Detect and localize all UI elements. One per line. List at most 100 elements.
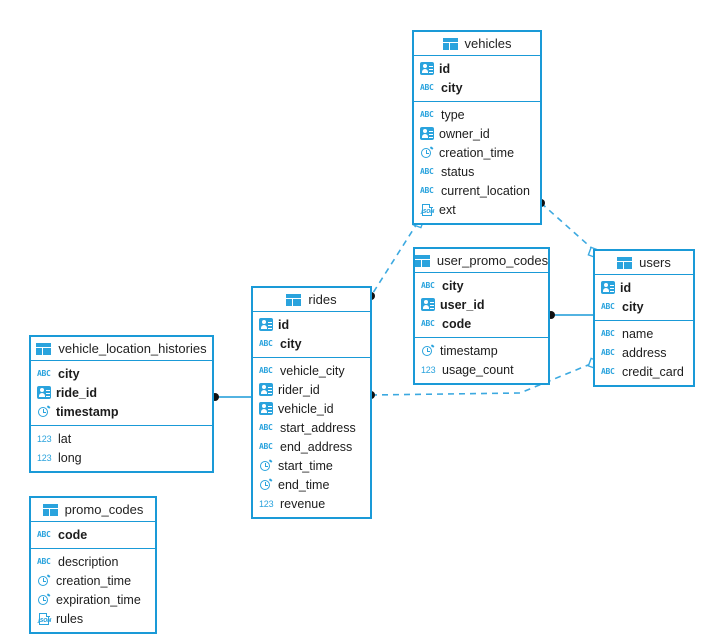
field-row[interactable]: ride_id [31, 383, 212, 402]
123-number-icon: 123 [421, 364, 436, 375]
table-user-promo-codes[interactable]: user_promo_codes ABC city user_id ABC co… [413, 247, 550, 385]
field-row[interactable]: ABC credit_card [595, 362, 693, 381]
id-card-icon [601, 281, 615, 294]
table-name: promo_codes [64, 502, 144, 517]
field-row[interactable]: id [595, 278, 693, 297]
field-row[interactable]: rider_id [253, 380, 370, 399]
abc-string-icon: ABC [259, 422, 273, 432]
table-name: users [639, 255, 671, 270]
table-name: vehicle_location_histories [58, 341, 207, 356]
field-name: current_location [441, 183, 530, 198]
field-row[interactable]: owner_id [414, 124, 540, 143]
abc-string-icon: ABC [37, 556, 51, 566]
field-name: start_time [278, 458, 333, 473]
field-name: type [441, 107, 465, 122]
field-name: start_address [280, 420, 356, 435]
field-row[interactable]: creation_time [31, 571, 155, 590]
table-rides[interactable]: rides id ABC city ABC vehicle_city rider… [251, 286, 372, 519]
json-document-icon: JSON [37, 612, 51, 625]
field-row[interactable]: end_time [253, 475, 370, 494]
field-row[interactable]: ABC vehicle_city [253, 361, 370, 380]
field-row[interactable]: ABC city [414, 78, 540, 97]
id-card-icon [259, 383, 273, 396]
abc-string-icon: ABC [420, 166, 434, 176]
field-row[interactable]: 123 usage_count [415, 360, 548, 379]
field-row[interactable]: 123 long [31, 448, 212, 467]
field-name: city [442, 278, 464, 293]
field-name: ext [439, 202, 456, 217]
field-name: description [58, 554, 119, 569]
fields-section: timestamp 123 usage_count [415, 337, 548, 383]
field-row[interactable]: timestamp [31, 402, 212, 421]
field-row[interactable]: ABC name [595, 324, 693, 343]
fields-section: ABC vehicle_city rider_id vehicle_id ABC… [253, 357, 370, 517]
link-user-promo-codes-users [547, 311, 593, 319]
field-name: id [620, 280, 632, 295]
id-card-icon [37, 386, 51, 399]
field-name: creation_time [439, 145, 515, 160]
field-row[interactable]: creation_time [414, 143, 540, 162]
abc-string-icon: ABC [259, 441, 273, 451]
field-row[interactable]: JSON rules [31, 609, 155, 628]
id-card-icon [259, 402, 273, 415]
field-name: rider_id [278, 382, 320, 397]
table-promo-codes[interactable]: promo_codes ABC code ABC description cre… [29, 496, 157, 634]
table-vehicle-location-histories[interactable]: vehicle_location_histories ABC city ride… [29, 335, 214, 473]
id-card-icon [420, 127, 434, 140]
field-name: owner_id [439, 126, 490, 141]
field-row[interactable]: 123 revenue [253, 494, 370, 513]
field-name: rules [56, 611, 84, 626]
clock-timestamp-icon [421, 343, 435, 357]
primary-key-section: id ABC city [414, 56, 540, 101]
abc-string-icon: ABC [601, 366, 615, 376]
field-row[interactable]: timestamp [415, 341, 548, 360]
field-row[interactable]: ABC status [414, 162, 540, 181]
table-title: vehicles [414, 32, 540, 56]
clock-timestamp-icon [37, 573, 51, 587]
field-row[interactable]: JSON ext [414, 200, 540, 219]
abc-string-icon: ABC [259, 365, 273, 375]
field-row[interactable]: expiration_time [31, 590, 155, 609]
field-name: city [441, 80, 463, 95]
field-row[interactable]: 123 lat [31, 429, 212, 448]
abc-string-icon: ABC [37, 368, 51, 378]
field-row[interactable]: ABC code [415, 314, 548, 333]
field-row[interactable]: start_time [253, 456, 370, 475]
field-name: vehicle_id [278, 401, 334, 416]
field-row[interactable]: ABC type [414, 105, 540, 124]
table-title: promo_codes [31, 498, 155, 522]
table-users[interactable]: users id ABC city ABC name ABC address A… [593, 249, 695, 387]
field-row[interactable]: vehicle_id [253, 399, 370, 418]
table-name: vehicles [464, 36, 512, 51]
table-vehicles[interactable]: vehicles id ABC city ABC type owner_id [412, 30, 542, 225]
field-row[interactable]: ABC city [31, 364, 212, 383]
field-name: end_address [280, 439, 353, 454]
clock-timestamp-icon [420, 145, 434, 159]
field-row[interactable]: id [414, 59, 540, 78]
link-vehicle-location-histories-rides [211, 393, 251, 401]
table-grid-icon [286, 293, 302, 306]
field-name: end_time [278, 477, 330, 492]
table-grid-icon [617, 256, 633, 269]
field-row[interactable]: ABC current_location [414, 181, 540, 200]
id-card-icon [420, 62, 434, 75]
table-title: user_promo_codes [414, 249, 548, 273]
table-grid-icon [36, 342, 52, 355]
fields-section: ABC type owner_id creation_time ABC stat… [414, 101, 540, 223]
fields-section: ABC name ABC address ABC credit_card [595, 320, 693, 385]
field-name: timestamp [440, 343, 498, 358]
abc-string-icon: ABC [420, 185, 434, 195]
table-title: users [595, 251, 693, 275]
field-row[interactable]: ABC description [31, 552, 155, 571]
field-row[interactable]: ABC end_address [253, 437, 370, 456]
field-row[interactable]: ABC start_address [253, 418, 370, 437]
field-name: usage_count [442, 362, 514, 377]
field-row[interactable]: ABC city [595, 297, 693, 316]
field-row[interactable]: user_id [415, 295, 548, 314]
field-row[interactable]: ABC city [415, 276, 548, 295]
field-row[interactable]: ABC code [31, 525, 155, 544]
field-row[interactable]: ABC city [253, 334, 370, 353]
field-row[interactable]: id [253, 315, 370, 334]
field-row[interactable]: ABC address [595, 343, 693, 362]
